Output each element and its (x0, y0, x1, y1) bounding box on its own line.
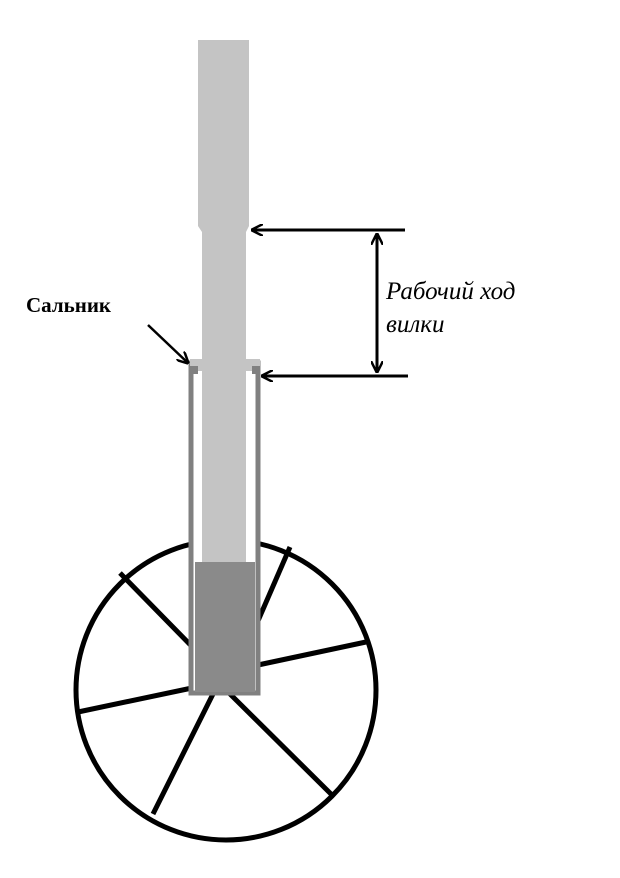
wheel-spoke (150, 692, 216, 816)
travel-label-line1: Рабочий ход (385, 278, 515, 305)
seal-label: Сальник (26, 293, 112, 317)
fork-seal-edge-right (252, 366, 260, 374)
fork-seal (190, 359, 260, 371)
fork-stanchion (198, 40, 249, 562)
wheel-spoke (224, 688, 334, 797)
fork-seal-edge-left (190, 366, 198, 374)
fork-slider-bottom (195, 562, 255, 692)
seal-pointer-arrow (147, 324, 188, 363)
wheel-spoke (257, 639, 367, 668)
wheel-spoke (77, 685, 193, 715)
travel-dimension (252, 230, 408, 376)
travel-label-line2: вилки (386, 311, 444, 338)
